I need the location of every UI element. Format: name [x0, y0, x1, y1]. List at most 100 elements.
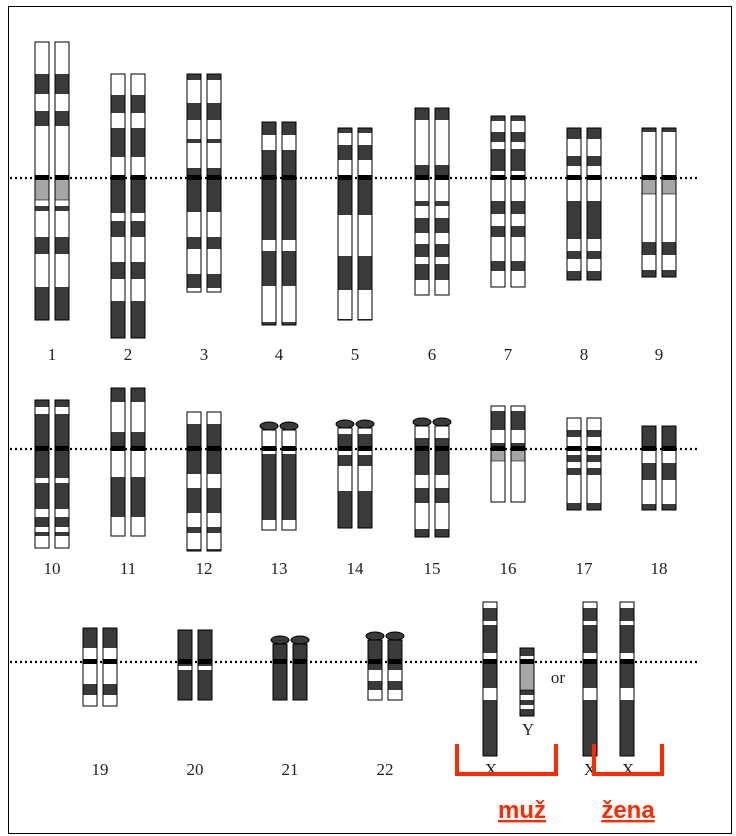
- dark-band: [103, 628, 117, 636]
- dark-band: [491, 261, 505, 271]
- chromatid: [415, 108, 429, 295]
- dark-band: [282, 227, 296, 240]
- dark-band: [338, 155, 352, 160]
- chromatid: [260, 422, 278, 530]
- dark-band: [511, 426, 525, 430]
- dark-band: [131, 104, 145, 113]
- chromatid: [386, 632, 404, 700]
- dark-band: [111, 325, 125, 338]
- dark-band: [358, 256, 372, 273]
- dark-band: [587, 221, 601, 232]
- dark-band: [358, 491, 372, 502]
- dark-band: [587, 503, 601, 510]
- centromere-band: [83, 659, 97, 664]
- dark-band: [662, 128, 676, 132]
- dark-band: [131, 142, 145, 157]
- dark-band: [511, 226, 525, 237]
- dark-band: [131, 477, 145, 491]
- centromere-band: [368, 659, 382, 664]
- dark-band: [491, 411, 505, 426]
- dark-band: [415, 264, 429, 280]
- chromosome-pair-13: 13: [260, 422, 298, 578]
- chromosome-pair-21: 21: [271, 636, 309, 779]
- dark-band: [111, 301, 125, 318]
- dark-band: [491, 158, 505, 171]
- dark-band: [83, 636, 97, 648]
- dark-band: [483, 625, 497, 635]
- dark-band: [435, 451, 449, 456]
- dark-band: [83, 684, 97, 695]
- chromatid: [620, 602, 634, 756]
- dark-band: [338, 491, 352, 502]
- dark-band: [178, 696, 192, 700]
- dark-band: [55, 450, 69, 461]
- dark-band: [35, 89, 49, 94]
- dark-band: [620, 608, 634, 621]
- or-label: or: [551, 668, 566, 687]
- chromatid: [131, 74, 145, 338]
- chromosome-pair-10: 10: [35, 400, 69, 578]
- dark-band: [198, 648, 212, 659]
- dark-band: [35, 74, 49, 89]
- dark-band: [587, 128, 601, 139]
- dark-band: [583, 722, 597, 729]
- dark-band: [187, 181, 201, 186]
- centromere-band: [282, 446, 296, 451]
- dark-band: [282, 220, 296, 227]
- chromosome-pair-12: 12: [187, 412, 221, 578]
- chromatid: [131, 388, 145, 536]
- dark-band: [55, 74, 69, 89]
- chromosome-number: 10: [44, 559, 61, 578]
- chromosome-number: 13: [271, 559, 288, 578]
- dark-band: [620, 625, 634, 635]
- dark-band: [131, 388, 145, 402]
- dark-band: [587, 468, 601, 475]
- dark-band: [55, 494, 69, 509]
- dark-band: [358, 128, 372, 133]
- dark-band: [131, 301, 145, 318]
- dark-band: [415, 471, 429, 475]
- dark-band: [338, 273, 352, 290]
- dark-band: [293, 687, 307, 700]
- dark-band: [55, 89, 69, 94]
- chromosome-number: 1: [48, 345, 57, 364]
- dark-band: [35, 297, 49, 313]
- dark-band: [187, 527, 201, 533]
- chromosome-number: 21: [282, 760, 299, 779]
- dark-band: [35, 450, 49, 461]
- chromatid: [433, 418, 451, 537]
- female-x-label-2: X: [622, 760, 634, 779]
- chromatid: [55, 42, 69, 320]
- dark-band: [338, 128, 352, 133]
- dark-band: [111, 388, 125, 402]
- chromatid: [282, 122, 296, 325]
- dark-band: [111, 128, 125, 142]
- dark-band: [262, 471, 276, 488]
- dark-band: [642, 430, 656, 444]
- dark-band: [35, 494, 49, 509]
- satellite: [280, 422, 298, 430]
- centromere-band: [511, 446, 525, 451]
- dark-band: [368, 640, 382, 654]
- dark-band: [587, 217, 601, 221]
- dark-band: [55, 400, 69, 407]
- dark-band: [435, 471, 449, 475]
- chromosome-pair-17: 17: [567, 418, 601, 578]
- dark-band: [131, 221, 145, 237]
- dark-band: [620, 700, 634, 716]
- heterochromatin-block: [35, 178, 49, 200]
- dark-band: [388, 640, 402, 654]
- chromatid: [262, 122, 276, 325]
- dark-band: [178, 670, 192, 682]
- heterochromatin-block: [642, 178, 656, 194]
- dark-band: [587, 430, 601, 437]
- dark-band: [282, 150, 296, 161]
- dark-band: [435, 227, 449, 233]
- dark-band: [262, 497, 276, 513]
- chromatid: [280, 422, 298, 530]
- dark-band: [111, 318, 125, 325]
- dark-band: [111, 142, 125, 157]
- chromatid: [291, 636, 309, 700]
